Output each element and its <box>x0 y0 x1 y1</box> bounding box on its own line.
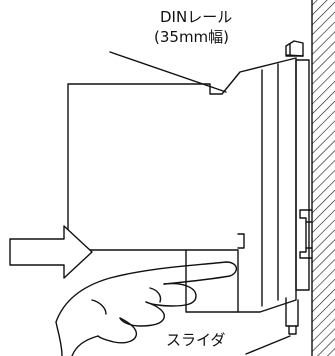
din-rail-label: DINレール <box>160 8 233 26</box>
mounting-wall <box>311 0 335 356</box>
push-arrow-icon <box>9 225 93 279</box>
unit-back-plate <box>295 59 310 291</box>
hand <box>55 261 237 356</box>
device-lower-section <box>185 249 239 313</box>
slider-label: スライダ <box>166 331 226 349</box>
din-rail <box>299 209 313 259</box>
device-body <box>67 57 297 313</box>
din-rail-leader-line <box>109 51 227 93</box>
slider-leader-line <box>245 335 291 355</box>
top-knob <box>285 40 304 57</box>
slider <box>285 297 299 335</box>
din-rail-width-label: (35mm幅) <box>154 28 230 46</box>
device-body-detail <box>261 63 279 307</box>
front-latch <box>237 233 245 249</box>
